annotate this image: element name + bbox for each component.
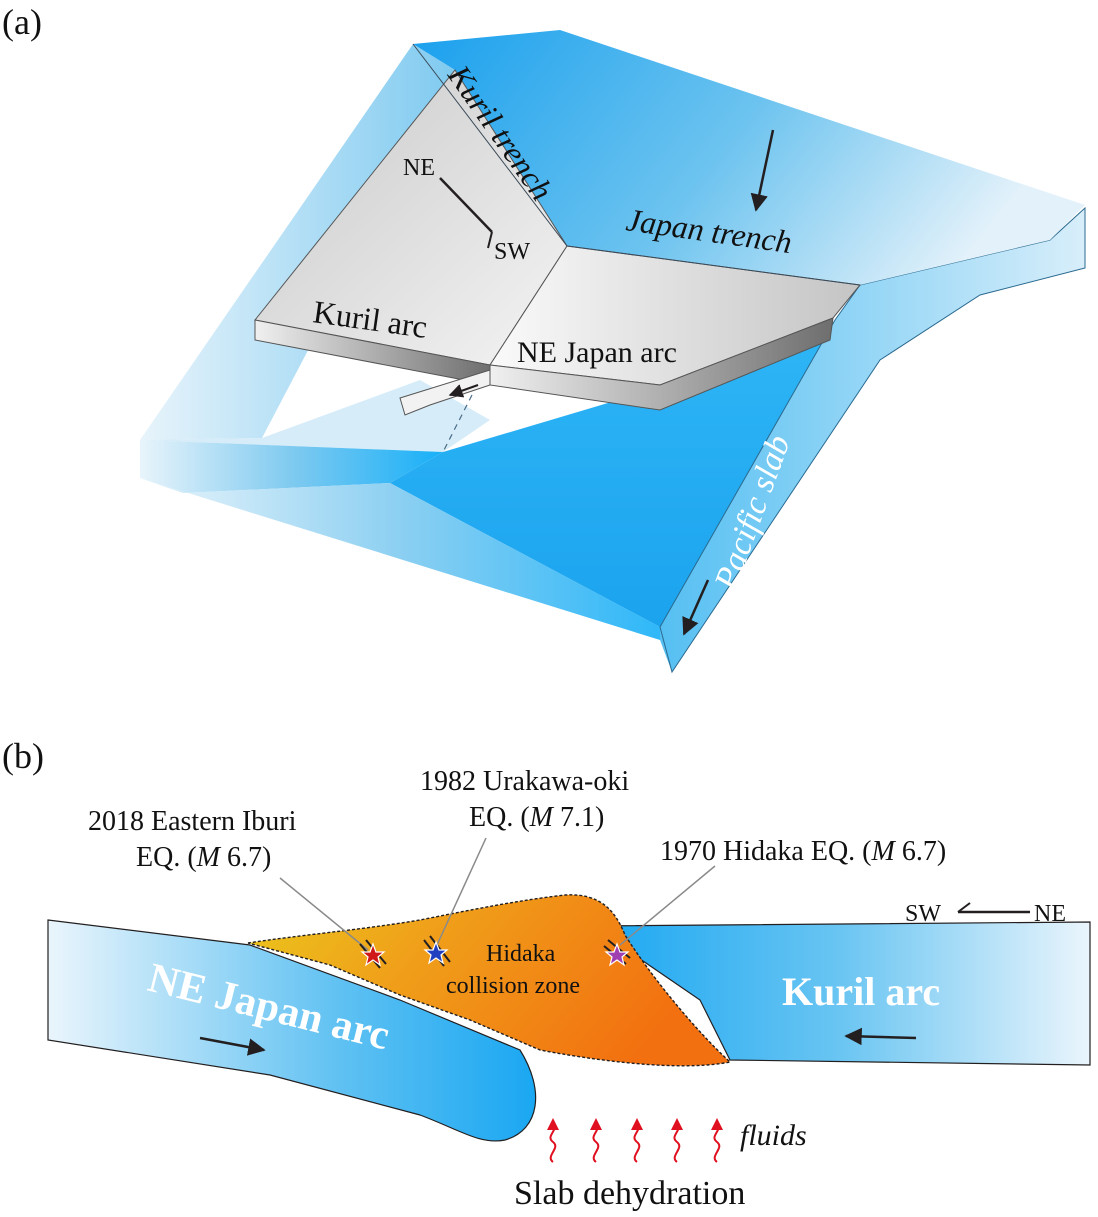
eq-hidaka-marker xyxy=(603,939,631,967)
panel-a-label: (a) xyxy=(2,2,42,42)
fluid-arrows xyxy=(547,1118,723,1163)
pacific-slab-surface xyxy=(390,320,835,640)
kuril-outer-slope xyxy=(140,44,455,440)
hidaka-collision-zone xyxy=(247,894,732,1067)
kuril-arc-slab-b xyxy=(590,921,1091,1066)
compass-ne-b: NE xyxy=(1034,901,1066,927)
hidaka-label-2: collision zone xyxy=(446,973,580,999)
slab-dehydration-label: Slab dehydration xyxy=(514,1175,745,1212)
eq-iburi-marker xyxy=(359,939,387,969)
eq-urakawa-label-1: 1982 Urakawa-oki xyxy=(420,766,629,797)
slab-sinking-arrow xyxy=(682,579,710,636)
ne-japan-arc-slab-b xyxy=(47,919,537,1142)
star-red-icon xyxy=(360,942,386,967)
panel-b-label: (b) xyxy=(2,736,44,776)
star-purple-icon xyxy=(604,942,630,967)
eq-iburi-label-1: 2018 Eastern Iburi xyxy=(88,806,297,837)
eq-urakawa-label-2: EQ. (M 7.1) xyxy=(469,802,604,833)
urakawa-leader xyxy=(436,837,487,946)
front-face-left xyxy=(140,440,443,493)
fluids-label: fluids xyxy=(740,1119,807,1152)
kuril-arc-label-b: Kuril arc xyxy=(782,969,940,1014)
compass-sw-a: SW xyxy=(494,239,530,265)
fluid-arrowhead-5 xyxy=(711,1118,723,1130)
iburi-leader xyxy=(279,877,369,951)
hidaka-leader xyxy=(619,865,716,946)
compass-ne-a: NE xyxy=(403,155,435,181)
hidaka-label-1: Hidaka xyxy=(486,941,556,967)
star-blue-icon xyxy=(423,940,449,965)
kuril-motion-arrow xyxy=(844,1027,917,1046)
eq-urakawa-marker xyxy=(423,935,451,967)
eq-hidaka-label: 1970 Hidaka EQ. (M 6.7) xyxy=(660,836,946,867)
japan-motion-arrow xyxy=(199,1036,266,1056)
fluid-arrowhead-1 xyxy=(547,1118,559,1130)
compass-sw-b: SW xyxy=(905,901,941,927)
pacific-plate-top xyxy=(413,30,1085,285)
fluid-arrowhead-2 xyxy=(590,1118,602,1130)
compass-line-a xyxy=(439,177,493,233)
fluid-arrowhead-4 xyxy=(671,1118,683,1130)
ne-japan-arc-label-a: NE Japan arc xyxy=(517,336,677,369)
pacific-motion-arrow xyxy=(750,129,775,212)
fluid-arrowhead-3 xyxy=(631,1118,643,1130)
eq-iburi-label-2: EQ. (M 6.7) xyxy=(136,842,271,873)
sliver-arrow xyxy=(448,384,479,398)
front-face-right xyxy=(140,478,660,640)
